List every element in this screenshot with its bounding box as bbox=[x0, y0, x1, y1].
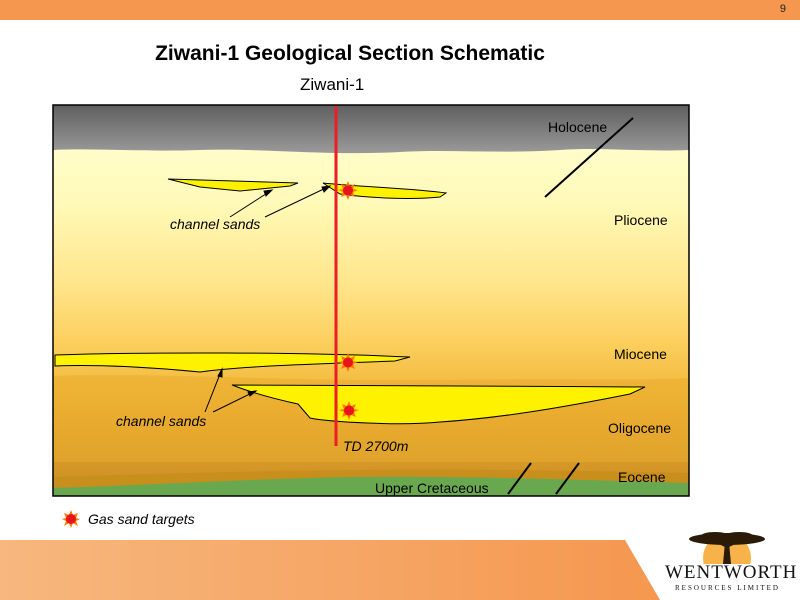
fault-line-lower-left bbox=[507, 462, 532, 495]
gas-target-legend-icon bbox=[62, 510, 80, 528]
legend-label: Gas sand targets bbox=[88, 511, 195, 527]
well-name-label: Ziwani-1 bbox=[300, 75, 365, 94]
slide-title: Ziwani-1 Geological Section Schematic bbox=[155, 42, 545, 65]
company-logo: WENTWORTH RESOURCES LIMITED bbox=[665, 518, 798, 598]
formation-label-miocene: Miocene bbox=[614, 346, 667, 362]
section-frame bbox=[52, 104, 690, 497]
channel-sand-miocene bbox=[54, 352, 411, 373]
channel-sand-upper-left bbox=[167, 178, 299, 192]
gas-target-miocene bbox=[338, 353, 358, 372]
fault-line-upper bbox=[544, 117, 634, 198]
legend: Gas sand targets bbox=[62, 510, 195, 528]
page-number: 9 bbox=[779, 3, 786, 15]
channel-sand-arrows-lower bbox=[204, 367, 258, 413]
channel-sands-label-upper: channel sands bbox=[170, 216, 260, 232]
top-accent-bar: 9 bbox=[0, 0, 800, 20]
logo-subtitle: RESOURCES LIMITED bbox=[675, 584, 780, 592]
logo-name: WENTWORTH bbox=[665, 562, 798, 583]
upper-cretaceous-layer bbox=[53, 476, 689, 496]
formation-label-holocene: Holocene bbox=[548, 119, 607, 135]
holocene-layer bbox=[53, 105, 689, 154]
formation-label-eocene: Eocene bbox=[618, 469, 666, 485]
formation-label-upper-cretaceous: Upper Cretaceous bbox=[375, 480, 489, 496]
bottom-accent-band bbox=[0, 540, 660, 600]
channel-sands-label-lower: channel sands bbox=[116, 413, 206, 429]
channel-sand-arrows-upper bbox=[229, 185, 332, 218]
acacia-tree-icon bbox=[689, 532, 765, 582]
gas-target-upper bbox=[338, 181, 358, 200]
formation-label-oligocene: Oligocene bbox=[608, 420, 671, 436]
fault-line-lower-right bbox=[555, 462, 580, 495]
gas-target-oligocene bbox=[339, 401, 359, 420]
total-depth-label: TD 2700m bbox=[343, 438, 409, 454]
formation-label-pliocene: Pliocene bbox=[614, 212, 668, 228]
